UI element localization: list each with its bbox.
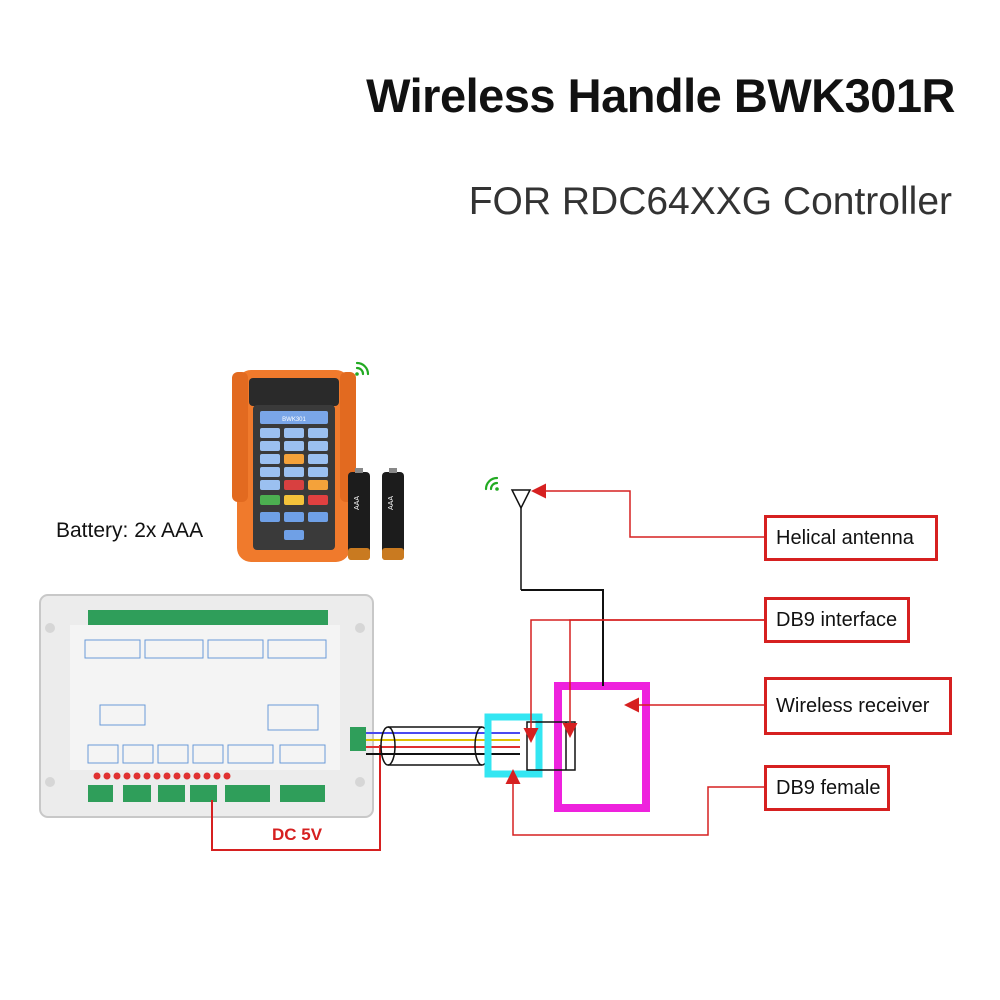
battery-text: AAA [354, 496, 361, 510]
db9-female-leader-line [505, 769, 764, 836]
handle-model-label: BWK301 [282, 417, 306, 423]
db9-cable [366, 726, 520, 766]
battery-text: AAA [388, 496, 395, 510]
rdc-controller-board [39, 594, 374, 818]
dc-power-wire [211, 745, 381, 851]
callout-db9-interface: DB9 interface [764, 597, 910, 643]
battery-label: Battery: 2x AAA [56, 519, 204, 542]
wifi-signal-icon [355, 361, 370, 376]
callout-db9-female: DB9 female [764, 765, 890, 811]
handle-screen [260, 411, 328, 424]
callout-helical-antenna: Helical antenna [764, 515, 938, 561]
power-label: DC 5V [272, 825, 323, 844]
page-subtitle: FOR RDC64XXG Controller [468, 180, 952, 223]
antenna-signal-icon [484, 476, 499, 491]
page-title: Wireless Handle BWK301R [366, 69, 955, 122]
callout-wireless-receiver: Wireless receiver [764, 677, 952, 735]
wireless-handle: BWK301 [232, 370, 356, 562]
db9-plug [526, 721, 576, 771]
helical-antenna-icon [510, 489, 604, 686]
aaa-battery-icon: AAA AAA [348, 468, 404, 560]
handle-keypad [260, 428, 328, 540]
antenna-leader-line [531, 483, 764, 538]
